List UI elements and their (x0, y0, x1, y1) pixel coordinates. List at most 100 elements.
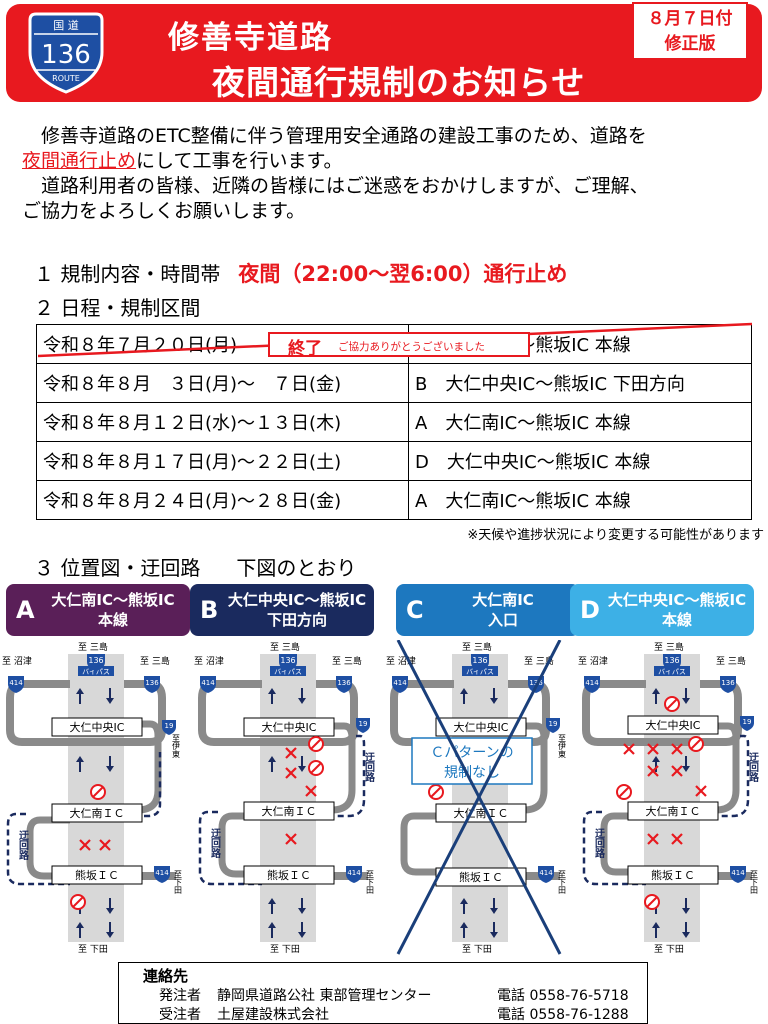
ic-chuo-label: 大仁中央IC (70, 720, 125, 734)
ic-minami-box (627, 801, 719, 821)
ic-kumasaka-box (627, 865, 719, 885)
detour-label: 迂回路 (593, 828, 605, 859)
contact-box: 連絡先 発注者静岡県道路公社 東部管理センター電話 0558-76-5718 受… (118, 962, 648, 1024)
route-19-text: 19 (743, 718, 752, 726)
ic-chuo-box (435, 717, 527, 737)
no-entry-icon (688, 736, 704, 752)
route-414-icon (200, 676, 216, 693)
ramp-road (26, 816, 70, 880)
section-3: ３ 位置図・迂回路下図のとおり (34, 552, 356, 581)
arrow-up-icon (460, 922, 468, 938)
no-entry-icon (308, 760, 324, 776)
route-414-text: 414 (155, 869, 169, 877)
to-shimoda-label: 至 下田 (78, 944, 108, 955)
contact-phone: 電話 0558-76-5718 (497, 988, 629, 1004)
pattern-letter: D (580, 596, 600, 624)
ramp-road (218, 812, 262, 878)
contact-org: 土屋建設株式会社 (217, 1007, 329, 1023)
arrow-down-icon (106, 688, 114, 704)
arrow-down-icon (106, 756, 114, 772)
arrow-up-icon (460, 898, 468, 914)
route-19-text: 19 (359, 720, 368, 728)
route-414-icon (392, 676, 408, 693)
arrow-up-icon (652, 688, 660, 704)
route-19-icon (356, 718, 370, 733)
no-entry-icon (308, 736, 324, 752)
intro-line1: 修善寺道路のETC整備に伴う管理用安全通路の建設工事のため、道路を (41, 125, 647, 147)
ramp-road (700, 722, 740, 814)
schedule-section: A 大仁南IC～熊坂IC 本線 (408, 480, 752, 520)
route-414-icon (346, 866, 362, 883)
route-136-text: 136 (280, 656, 295, 665)
ic-kumasaka-label: 熊坂ＩＣ (75, 868, 119, 882)
route-136-text: 136 (721, 679, 735, 687)
schedule-note: ※天候や進捗状況により変更する可能性があります (467, 528, 764, 543)
arrow-up-icon (76, 756, 84, 772)
route-19-text: 19 (165, 722, 174, 730)
bypass-label: バイパス (466, 668, 494, 676)
detour-label: 迂回路 (747, 752, 759, 783)
to-mishima-label: 至 三島 (654, 641, 684, 653)
ic-kumasaka-label: 熊坂ＩＣ (267, 868, 311, 882)
no-entry-icon (616, 784, 632, 800)
arrow-up-icon (268, 922, 276, 938)
schedule-section: B 大仁中央IC～熊坂IC 下田方向 (408, 363, 752, 403)
arrow-down-icon (490, 688, 498, 704)
route-414-icon (584, 676, 600, 693)
contact-role: 発注者 (159, 988, 201, 1004)
route-136-icon (279, 654, 297, 671)
page-title-line1: 修善寺道路 (168, 20, 333, 56)
closure-x-icon (285, 747, 317, 845)
ramp-road (582, 680, 742, 746)
ic-chuo-box (243, 717, 335, 737)
ic-minami-label: 大仁南ＩＣ (70, 806, 125, 820)
detour-label: 迂回路 (17, 830, 29, 861)
arrow-up-icon (268, 898, 276, 914)
pattern-label: 大仁中央IC～熊坂IC (227, 591, 367, 609)
route-136-icon (87, 654, 105, 671)
bypass-label: バイパス (274, 668, 302, 676)
schedule-section: D 大仁中央IC～熊坂IC 本線 (408, 441, 752, 481)
c-note-box (411, 737, 533, 785)
section-3-label: ３ 位置図・迂回路 (34, 556, 201, 580)
pattern-letter: B (200, 596, 219, 624)
ramp-road (70, 720, 162, 814)
intro-line3: 道路利用者の皆様、近隣の皆様にはご迷惑をおかけしますが、ご理解、 (41, 175, 649, 197)
main-road (260, 654, 316, 942)
route-414-text: 414 (347, 869, 361, 877)
to-mishima-label: 至 三島 (78, 641, 108, 653)
pattern-sublabel: 本線 (97, 611, 128, 629)
arrow-down-icon (298, 756, 306, 772)
table-row: 令和８年８月 ３日(月)～ ７日(金)B 大仁中央IC～熊坂IC 下田方向 (36, 363, 752, 403)
to-shimoda-label: 至 下田 (270, 944, 300, 955)
intro-line4: ご協力をよろしくお願いします。 (22, 200, 306, 222)
no-entry-icon (90, 784, 106, 800)
route-136-text: 136 (472, 656, 487, 665)
intro-text: 修善寺道路のETC整備に伴う管理用安全通路の建設工事のため、道路を 夜間通行止め… (22, 124, 752, 224)
schedule-date: 令和８年８月２４日(月)～２８日(金) (36, 480, 409, 520)
ic-minami-label: 大仁南ＩＣ (262, 804, 317, 818)
no-entry-icon (428, 784, 444, 800)
arrow-up-icon (76, 922, 84, 938)
route-136-text: 136 (145, 679, 159, 687)
route-136-icon (720, 676, 736, 693)
pattern-label: 大仁南IC (472, 591, 534, 609)
route-136-text: 136 (664, 656, 679, 665)
route-136-icon (144, 676, 160, 693)
arrow-group-b (268, 688, 306, 938)
schedule-date: 令和８年８月１２日(水)～１３日(木) (36, 402, 409, 442)
route-414-icon (538, 866, 554, 883)
table-row: 令和８年８月２４日(月)～２８日(金)A 大仁南IC～熊坂IC 本線 (36, 480, 752, 520)
pattern-label: 大仁中央IC～熊坂IC (607, 591, 747, 609)
arrow-up-icon (268, 688, 276, 704)
schedule-section: A 大仁南IC～熊坂IC 本線 (408, 402, 752, 442)
route-136-icon (336, 676, 352, 693)
ended-label: 終了 (288, 339, 322, 359)
ic-chuo-label: 大仁中央IC (646, 718, 701, 732)
closure-x-icon (623, 743, 707, 845)
route-19-icon (162, 720, 176, 735)
to-mishima-label: 至 三島 (462, 641, 492, 653)
ic-kumasaka-box (243, 865, 335, 885)
